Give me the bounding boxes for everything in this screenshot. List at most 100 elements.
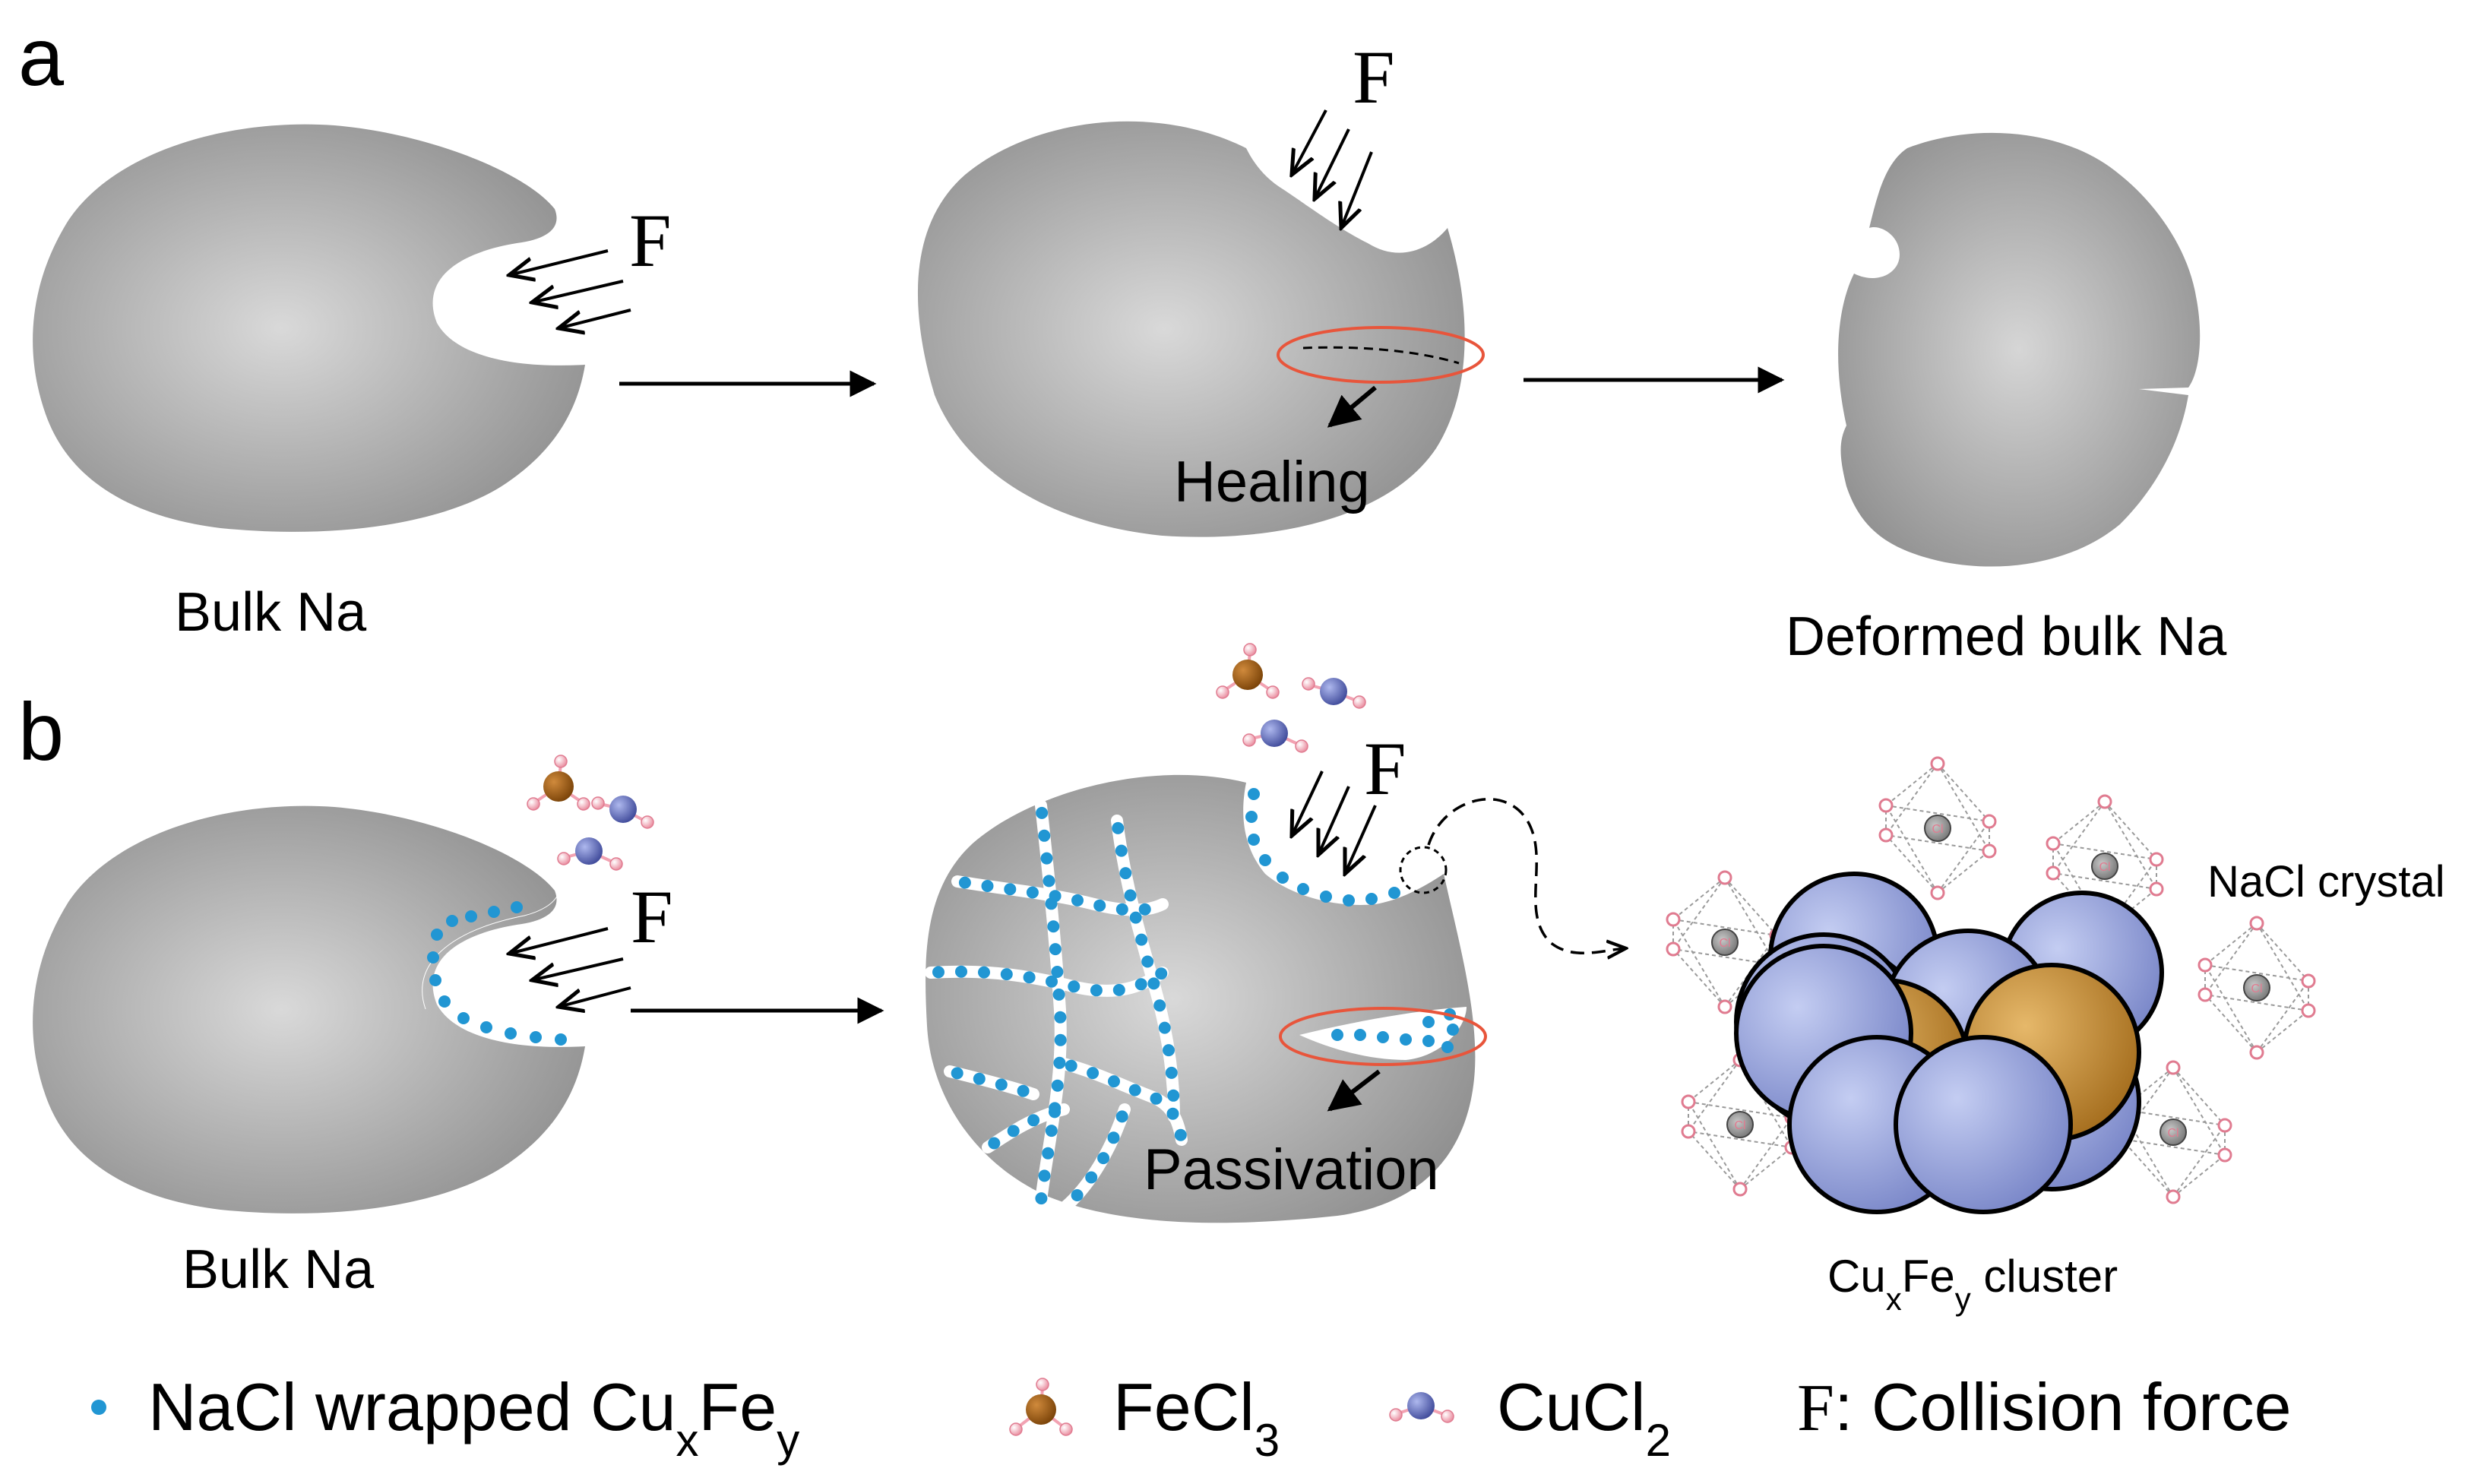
octa-edge bbox=[2204, 994, 2258, 1053]
cuxfey-cluster bbox=[1734, 872, 2164, 1214]
crack-dot bbox=[1147, 977, 1160, 990]
octa-edge bbox=[2104, 801, 2157, 860]
crack-dot bbox=[1017, 1084, 1030, 1097]
crack-dot bbox=[1051, 966, 1064, 978]
octa-vertex bbox=[2197, 987, 2213, 1002]
octa-edge bbox=[1937, 763, 1990, 852]
octa-edge bbox=[1688, 1059, 1741, 1103]
octa-edge bbox=[1937, 850, 1990, 894]
octa-vertex bbox=[1878, 827, 1894, 843]
crack-dot bbox=[955, 965, 967, 978]
octa-edge bbox=[1724, 877, 1777, 936]
crack-dot bbox=[1087, 1067, 1100, 1080]
crack-dot bbox=[1138, 903, 1151, 916]
octa-edge bbox=[2256, 922, 2309, 982]
octa-edge bbox=[2121, 1138, 2174, 1198]
octa-vertex bbox=[2149, 881, 2164, 897]
crack-dot bbox=[1112, 821, 1125, 834]
panel-a-letter: a bbox=[18, 11, 65, 103]
crack-dot bbox=[1150, 1092, 1163, 1105]
octa-vertex bbox=[2301, 973, 2316, 989]
octa-edge bbox=[1672, 948, 1726, 1008]
force-arrows-b1 bbox=[509, 927, 631, 1007]
passivation-pointer bbox=[1327, 1069, 1381, 1112]
octa-edge bbox=[1885, 805, 1938, 894]
bulk-label-a: Bulk Na bbox=[175, 582, 367, 643]
crack-dot bbox=[1040, 852, 1053, 865]
octa-edge bbox=[2256, 1010, 2309, 1053]
crack-dot bbox=[1107, 1131, 1120, 1144]
crack-dot bbox=[1141, 955, 1154, 968]
octa-vertex bbox=[1717, 999, 1732, 1014]
octa-center-label: Cl bbox=[2167, 1127, 2178, 1140]
crack-dot bbox=[1163, 1044, 1175, 1057]
legend-nacl-label: NaCl wrapped CuxFey bbox=[148, 1369, 799, 1466]
fecl3-molecule-b1 bbox=[527, 755, 590, 811]
octa-edge bbox=[2052, 872, 2157, 890]
cucl2-molecule-b2b bbox=[1242, 720, 1308, 753]
crack-dashed-a2 bbox=[1302, 346, 1460, 365]
octa-vertex bbox=[1681, 1124, 1696, 1139]
passivation-ring bbox=[1279, 1007, 1487, 1066]
octa-vertex bbox=[2166, 1060, 2181, 1075]
force-arrows-b2 bbox=[1292, 770, 1377, 874]
legend-fecl3-icon bbox=[1009, 1378, 1073, 1436]
panel-b-letter: b bbox=[18, 685, 64, 777]
octa-edge bbox=[2121, 1067, 2174, 1140]
octa-edge bbox=[2121, 1138, 2226, 1156]
crack-dot bbox=[1115, 903, 1128, 916]
crack-dot bbox=[1038, 829, 1051, 842]
octa-edge bbox=[1688, 1101, 1741, 1190]
crack-dot bbox=[1043, 875, 1055, 888]
octa-edge bbox=[1688, 1059, 1741, 1132]
crack-dot bbox=[1045, 1125, 1058, 1138]
octa-vertex bbox=[2217, 1147, 2232, 1163]
crack-dot bbox=[1065, 1059, 1077, 1072]
octa-edge bbox=[2172, 1067, 2226, 1126]
octa-edge bbox=[2052, 801, 2106, 874]
crack-dot bbox=[995, 1078, 1008, 1091]
force-label-b1: F bbox=[631, 875, 673, 959]
crack-dot bbox=[1153, 999, 1166, 1012]
force-arrows-a2 bbox=[1292, 109, 1373, 228]
crack-dot bbox=[951, 1067, 963, 1080]
crack-dot bbox=[1167, 1089, 1180, 1102]
octa-center bbox=[1726, 1111, 1754, 1138]
octa-center bbox=[1924, 815, 1951, 842]
crack-dot bbox=[988, 1137, 1001, 1150]
bulk-na-b1 bbox=[33, 805, 585, 1213]
octa-vertex bbox=[1878, 798, 1894, 813]
crack-dot bbox=[1128, 1084, 1141, 1096]
crack-dot bbox=[1049, 943, 1062, 956]
crack-dot bbox=[932, 966, 944, 979]
healing-label: Healing bbox=[1174, 450, 1370, 514]
octa-vertex bbox=[1930, 885, 1945, 900]
crack-dot bbox=[1071, 894, 1084, 907]
octa-vertex bbox=[2149, 852, 2164, 867]
crack-dot bbox=[1097, 1152, 1110, 1165]
octa-edge bbox=[2204, 922, 2258, 966]
octa-edge bbox=[2204, 922, 2258, 995]
cucl2-molecule-b1a bbox=[591, 796, 654, 829]
octa-edge bbox=[2052, 872, 2106, 932]
crack-dot bbox=[978, 966, 990, 979]
crack-dot bbox=[1027, 1114, 1040, 1127]
crack-dot bbox=[1036, 806, 1049, 819]
zoom-arrow bbox=[1427, 798, 1626, 954]
octa-vertex bbox=[2197, 957, 2213, 973]
octa-center bbox=[2160, 1119, 2187, 1146]
crack-dot bbox=[1093, 899, 1106, 912]
octa-vertex bbox=[2249, 1045, 2264, 1060]
healing-ring bbox=[1277, 326, 1485, 384]
crack-dot bbox=[1051, 1079, 1064, 1092]
crack-dot bbox=[1158, 1021, 1171, 1034]
octa-edge bbox=[1885, 805, 1990, 822]
octa-vertex bbox=[2301, 1003, 2316, 1018]
octa-center bbox=[2091, 853, 2118, 880]
crack-dot bbox=[1119, 867, 1132, 880]
octa-vertex bbox=[1666, 912, 1681, 927]
crack-dot bbox=[1174, 1128, 1187, 1141]
crack-dot bbox=[1134, 978, 1147, 991]
